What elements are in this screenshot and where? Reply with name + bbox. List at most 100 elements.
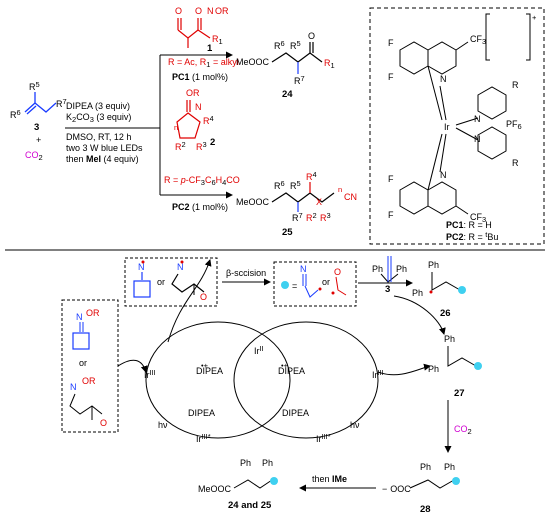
svg-text:Ph: Ph [444,462,455,472]
catalyst-box: + F F CF3 N Ir N N R R PF6 F F CF3 N PC1… [369,7,545,245]
compound-2-label: 2 [210,137,215,148]
svg-text:R6: R6 [10,108,21,120]
svg-text:N: N [440,170,447,180]
svg-text:F: F [388,72,394,82]
svg-text:R5: R5 [290,179,301,191]
svg-text:CF3: CF3 [470,34,486,46]
svg-text:R5: R5 [29,80,40,92]
svg-text:K2CO3 (3 equiv): K2CO3 (3 equiv) [66,112,131,124]
svg-text:β-sccision: β-sccision [226,268,266,278]
svg-text:R1: R1 [212,34,223,46]
svg-text:OR: OR [82,376,96,386]
svg-text:IrII: IrII [254,344,264,356]
svg-text:O: O [175,6,182,16]
svg-text:OR: OR [86,308,100,318]
svg-text:R: R [512,158,519,168]
svg-text:Ph: Ph [412,288,423,298]
compound-24-label: 24 [282,89,293,100]
svg-text:hν: hν [158,420,168,430]
svg-text:R6: R6 [274,39,285,51]
svg-text:R2: R2 [175,140,186,152]
svg-text:n: n [338,185,342,194]
carbon-radical-box: = N or O [273,261,357,307]
svg-text:PC1: R = H: PC1: R = H [446,220,492,230]
compound-25-label: 25 [282,227,293,238]
methylation-arrow: then IMe [299,474,376,492]
svg-text:R: R [512,80,519,90]
svg-text:R7: R7 [292,211,303,223]
svg-text:Ph: Ph [372,264,383,274]
svg-text:DMSO, RT, 12 h: DMSO, RT, 12 h [66,132,131,142]
final-products: Ph Ph MeOOC 24 and 25 [198,458,278,511]
svg-text:CF3: CF3 [470,212,486,224]
svg-text:then IMe: then IMe [312,474,347,484]
svg-text:then MeI (4 equiv): then MeI (4 equiv) [66,154,139,164]
svg-text:Ph: Ph [396,264,407,274]
compound-1-label: 1 [207,43,213,54]
anion-27: Ph Ph 27 [428,334,482,399]
svg-text:Ph: Ph [444,334,455,344]
svg-text:+: + [532,13,537,22]
svg-text:−OOC: −OOC [382,484,411,494]
radical-sphere-icon [281,281,289,289]
svg-text:Ph: Ph [428,260,439,270]
photocatalytic-cycles: IrIII IrII IrIII* DIPEA•+ DIPEA hν IrIII… [117,259,446,444]
svg-text:O: O [100,418,107,428]
svg-text:DIPEA: DIPEA [188,408,215,418]
svg-text:OR: OR [215,6,229,16]
svg-text:CO2: CO2 [454,424,472,436]
svg-text:hν: hν [350,420,360,430]
svg-text:IrIII: IrIII [372,368,384,380]
svg-text:N: N [474,134,481,144]
svg-text:DIPEA•+: DIPEA•+ [278,361,305,376]
svg-text:or: or [157,277,165,287]
svg-text:R = p-CF3C6H4CO: R = p-CF3C6H4CO [164,175,240,187]
svg-text:R4: R4 [203,114,214,126]
products-label: 24 and 25 [228,500,272,511]
svg-text:n: n [174,123,178,132]
compound-28-label: 28 [420,504,431,515]
co2-arrow: CO2 [444,400,472,453]
svg-text:R5: R5 [290,39,301,51]
svg-text:PC2 (1 mol%): PC2 (1 mol%) [172,202,228,212]
compound-27-label: 27 [454,388,465,399]
svg-text:R4: R4 [306,170,317,182]
svg-text:PF6: PF6 [506,119,522,131]
svg-text:F: F [388,210,394,220]
svg-text:R7: R7 [56,97,67,109]
svg-text:3: 3 [385,284,390,295]
svg-text:N: N [177,262,184,272]
svg-text:R7: R7 [294,74,305,86]
svg-text:MeOOC: MeOOC [236,197,270,207]
svg-text:R3: R3 [320,211,331,223]
svg-text:N: N [138,262,145,272]
reaction-conditions: DIPEA (3 equiv) K2CO3 (3 equiv) DMSO, RT… [66,101,143,164]
svg-text:PC1 (1 mol%): PC1 (1 mol%) [172,72,228,82]
compound-3-label: 3 [34,122,39,133]
co2-reagent: CO2 [25,150,43,162]
svg-text:DIPEA: DIPEA [282,408,309,418]
alkene-3-mech: Ph Ph 3 [372,256,407,295]
svg-text:Ph: Ph [428,364,439,374]
radical-26: Ph Ph 26 [412,260,466,319]
product-24: MeOOC O R6 R5 R7 R1 24 [236,31,335,100]
svg-text:O: O [308,31,315,41]
compound-26-label: 26 [440,308,451,319]
svg-text:IrIII: IrIII [144,368,156,380]
svg-text:MeOOC: MeOOC [198,484,232,494]
svg-text:=: = [292,281,297,291]
svg-text:R3: R3 [196,140,207,152]
svg-text:Ph: Ph [262,458,273,468]
svg-text:PC2: R = tBu: PC2: R = tBu [446,230,498,242]
branch-arrows [65,51,233,199]
svg-text:Ph: Ph [420,462,431,472]
svg-text:+: + [36,135,41,145]
svg-text:DIPEA•+: DIPEA•+ [196,361,223,376]
svg-text:or: or [322,277,330,287]
svg-text:R6: R6 [274,179,285,191]
svg-text:R2: R2 [306,211,317,223]
svg-text:Ph: Ph [240,458,251,468]
svg-text:R = Ac, R1 = alkyl: R = Ac, R1 = alkyl [168,57,239,69]
svg-text:F: F [388,174,394,184]
